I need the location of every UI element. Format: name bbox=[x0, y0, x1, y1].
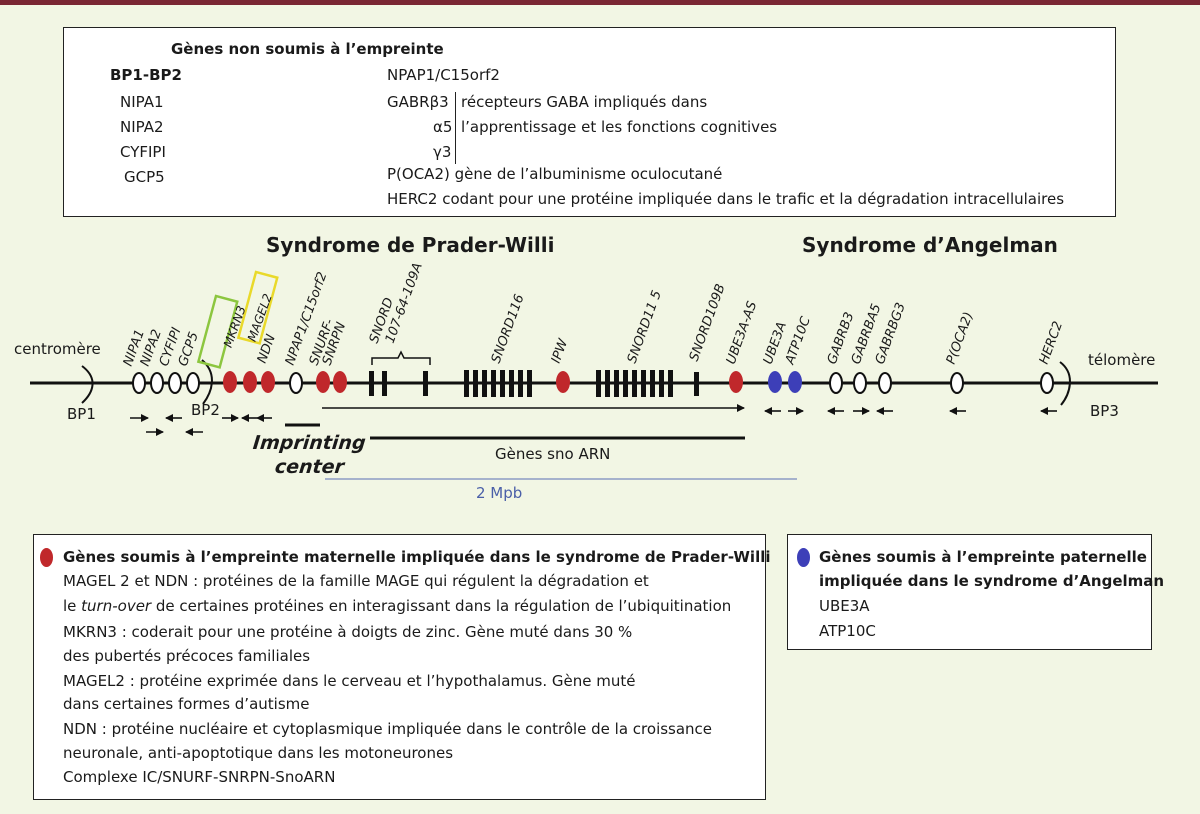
nipa2-label: NIPA2 bbox=[120, 118, 164, 136]
snord107-bar-2 bbox=[382, 371, 387, 396]
gaba-gamma3-label: γ3 bbox=[433, 143, 452, 161]
gene-cyfipi-marker bbox=[168, 372, 182, 394]
pw-line-2-pre: le bbox=[63, 597, 82, 615]
gene-gabrba5-marker bbox=[853, 372, 867, 394]
snord116-cluster bbox=[464, 370, 532, 397]
gene-gabrb3-marker bbox=[829, 372, 843, 394]
gaba-note-line1: récepteurs GABA impliqués dans bbox=[461, 93, 708, 111]
prader-willi-title: Syndrome de Prader-Willi bbox=[266, 233, 555, 257]
pw-line-6: dans certaines formes d’autisme bbox=[63, 695, 310, 713]
pw-line-2: le turn-over de certaines protéines en i… bbox=[63, 595, 731, 618]
non-imprinted-heading: Gènes non soumis à l’empreinte bbox=[171, 40, 444, 58]
gabrb3-label: GABRβ3 bbox=[387, 93, 449, 111]
bp1-breakpoint bbox=[81, 365, 94, 404]
non-imprinted-genes-box: Gènes non soumis à l’empreinte BP1-BP2 N… bbox=[63, 27, 1116, 217]
gene-magel2-marker bbox=[243, 371, 257, 393]
magel2-highlight-box bbox=[236, 270, 279, 345]
paternal-legend-blue-dot bbox=[797, 548, 810, 567]
mkrn3-highlight-box bbox=[196, 294, 239, 369]
bp1-bp2-label: BP1-BP2 bbox=[110, 66, 182, 84]
gaba-alpha5-label: α5 bbox=[433, 118, 453, 136]
pw-box-heading: Gènes soumis à l’empreinte maternelle im… bbox=[63, 548, 771, 566]
herc2-description: HERC2 codant pour une protéine impliquée… bbox=[387, 190, 1065, 208]
pw-line-4: des pubertés précoces familiales bbox=[63, 647, 311, 665]
maternal-legend-red-dot bbox=[40, 548, 53, 567]
as-item-atp10c: ATP10C bbox=[819, 622, 876, 640]
gene-gcp5-marker bbox=[186, 372, 200, 394]
gene-atp10c-marker bbox=[788, 371, 802, 393]
gene-gabrbg3-marker bbox=[878, 372, 892, 394]
gene-ube3a-as-marker bbox=[729, 371, 743, 393]
pw-line-9: Complexe IC/SNURF-SNRPN-SnoARN bbox=[63, 768, 336, 786]
gene-poca2-marker bbox=[950, 372, 964, 394]
telomere-label: télomère bbox=[1088, 351, 1156, 369]
gene-nipa1-marker bbox=[132, 372, 146, 394]
as-box-heading-2: impliquée dans le syndrome d’Angelman bbox=[819, 572, 1165, 590]
pw-line-5: MAGEL2 : protéine exprimée dans le cerve… bbox=[63, 672, 636, 690]
bp2-label: BP2 bbox=[191, 401, 220, 419]
gene-nipa2-marker bbox=[150, 372, 164, 394]
nipa1-label: NIPA1 bbox=[120, 93, 164, 111]
pw-line-1: MAGEL 2 et NDN : protéines de la famille… bbox=[63, 572, 649, 590]
angelman-title: Syndrome d’Angelman bbox=[802, 233, 1058, 257]
pw-line-7: NDN : protéine nucléaire et cytoplasmiqu… bbox=[63, 720, 713, 738]
bp1-label: BP1 bbox=[67, 405, 96, 423]
snord109b-bar bbox=[694, 372, 699, 396]
bp3-breakpoint bbox=[1059, 361, 1071, 406]
pw-line-8: neuronale, anti-apoptotique dans les mot… bbox=[63, 744, 454, 762]
gcp5-label: GCP5 bbox=[124, 168, 165, 186]
gene-mkrn3-marker bbox=[223, 371, 237, 393]
snord115-cluster bbox=[596, 370, 673, 397]
gene-ndn-marker bbox=[261, 371, 275, 393]
sno-rna-label: Gènes sno ARN bbox=[495, 445, 611, 463]
prader-willi-genes-box: Gènes soumis à l’empreinte maternelle im… bbox=[33, 534, 771, 800]
poca2-description: P(OCA2) gène de l’albuminisme oculocutan… bbox=[387, 165, 723, 183]
pw-line-3: MKRN3 : coderait pour une protéine à doi… bbox=[63, 623, 633, 641]
gaba-note-line2: l’apprentissage et les fonctions cogniti… bbox=[461, 118, 778, 136]
as-item-ube3a: UBE3A bbox=[819, 597, 870, 615]
direction-arrows bbox=[130, 404, 1057, 436]
scale-label: 2 Mpb bbox=[476, 484, 523, 502]
gene-herc2-marker bbox=[1040, 372, 1054, 394]
pw-line-2-turnover: turn-over bbox=[81, 597, 152, 615]
pw-line-2-post: de certaines protéines en interagissant … bbox=[151, 597, 732, 615]
gene-npap1-marker bbox=[289, 372, 303, 394]
npap1-label: NPAP1/C15orf2 bbox=[387, 66, 500, 84]
gene-ipw-marker bbox=[556, 371, 570, 393]
snord107-bracket bbox=[371, 350, 431, 365]
cyfipi-label: CYFIPI bbox=[120, 143, 166, 161]
top-accent-bar bbox=[0, 0, 1200, 5]
imprinting-center-label-1: Imprinting bbox=[251, 432, 367, 454]
gaba-bracket-line bbox=[455, 92, 456, 164]
snord107-bar-1 bbox=[369, 371, 374, 396]
bp3-label: BP3 bbox=[1090, 402, 1119, 420]
gene-snurf-marker bbox=[316, 371, 330, 393]
gene-ube3a-marker bbox=[768, 371, 782, 393]
gene-snrpn-marker bbox=[333, 371, 347, 393]
centromere-label: centromère bbox=[14, 340, 101, 358]
as-box-heading-1: Gènes soumis à l’empreinte paternelle bbox=[819, 548, 1147, 566]
snord107-bar-3 bbox=[423, 371, 428, 396]
angelman-genes-box: Gènes soumis à l’empreinte paternelle im… bbox=[787, 534, 1164, 650]
imprinting-center-label-2: center bbox=[273, 456, 346, 478]
